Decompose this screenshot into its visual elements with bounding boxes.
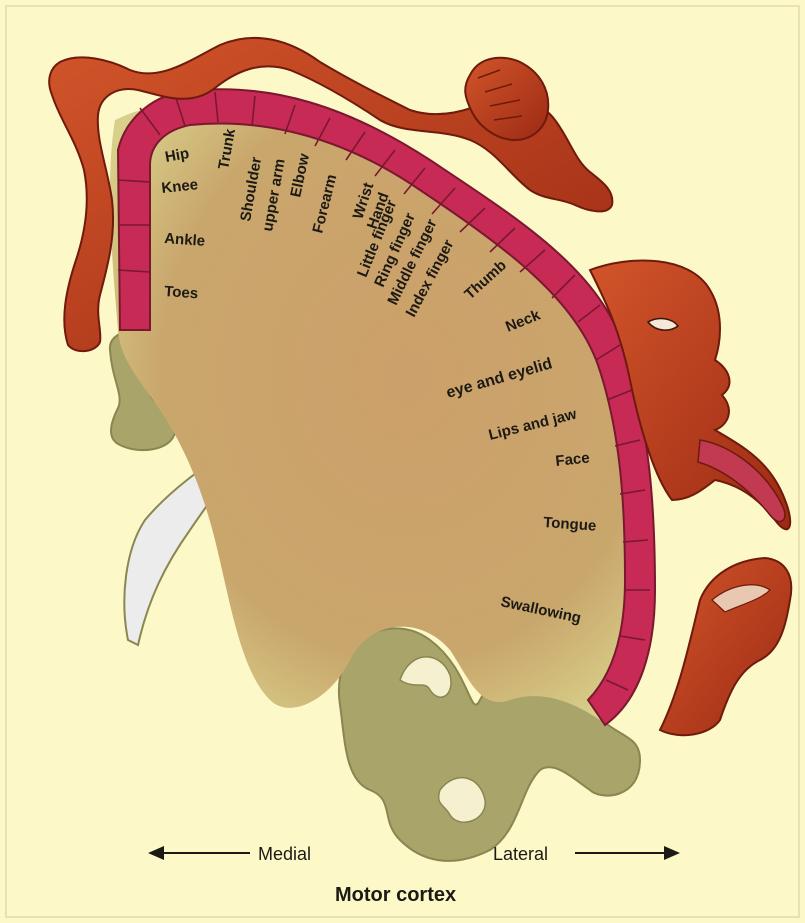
label-ankle: Ankle: [164, 230, 206, 250]
diagram-title: Motor cortex: [335, 884, 456, 906]
label-face: Face: [555, 449, 591, 469]
label-toes: Toes: [164, 283, 199, 302]
medial-label: Medial: [258, 844, 311, 864]
lateral-label: Lateral: [493, 844, 548, 864]
